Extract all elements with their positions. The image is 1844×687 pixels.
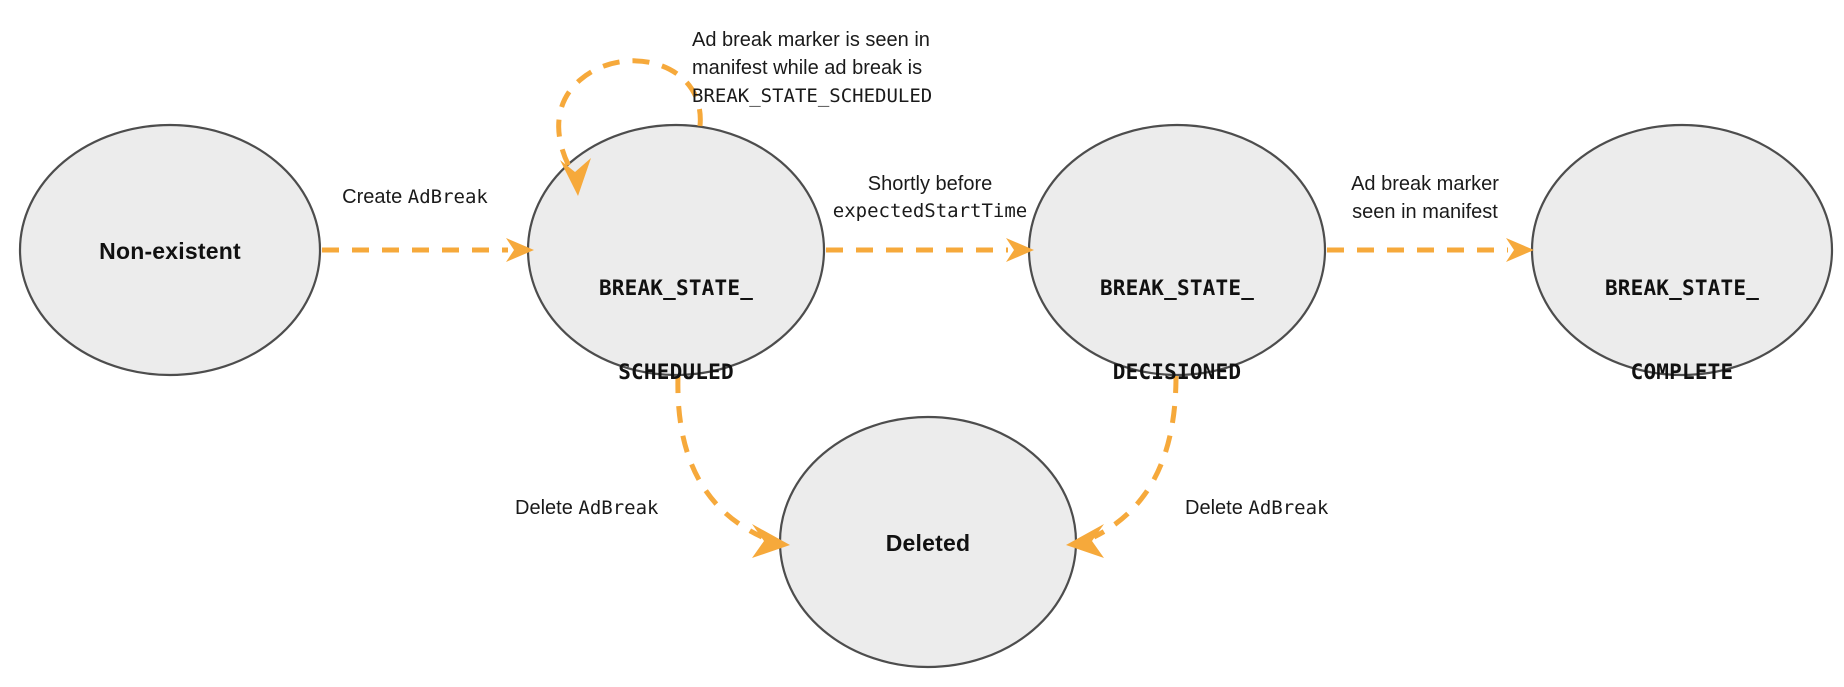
node-non-existent[interactable] bbox=[18, 123, 322, 377]
node-deleted[interactable] bbox=[778, 415, 1078, 669]
edge-marker-seen-in-manifest bbox=[1327, 238, 1534, 262]
arrowhead-self-loop bbox=[560, 158, 591, 196]
arrowhead-marker-seen bbox=[1506, 238, 1534, 262]
arrowhead-delete-from-scheduled bbox=[752, 524, 790, 558]
edge-marker-seen-while-scheduled bbox=[556, 58, 703, 196]
node-break-state-scheduled[interactable] bbox=[526, 123, 826, 377]
arrowhead-shortly-before bbox=[1006, 238, 1034, 262]
node-break-state-complete[interactable] bbox=[1530, 123, 1834, 377]
arrowhead-delete-from-decisioned bbox=[1066, 524, 1104, 558]
arrowhead-create-adbreak bbox=[506, 238, 534, 262]
edge-create-adbreak bbox=[322, 238, 534, 262]
edge-shortly-before-expected-start bbox=[826, 238, 1034, 262]
edge-delete-adbreak-from-scheduled bbox=[675, 375, 790, 558]
edge-delete-adbreak-from-decisioned bbox=[1066, 375, 1179, 558]
node-break-state-decisioned[interactable] bbox=[1027, 123, 1327, 377]
